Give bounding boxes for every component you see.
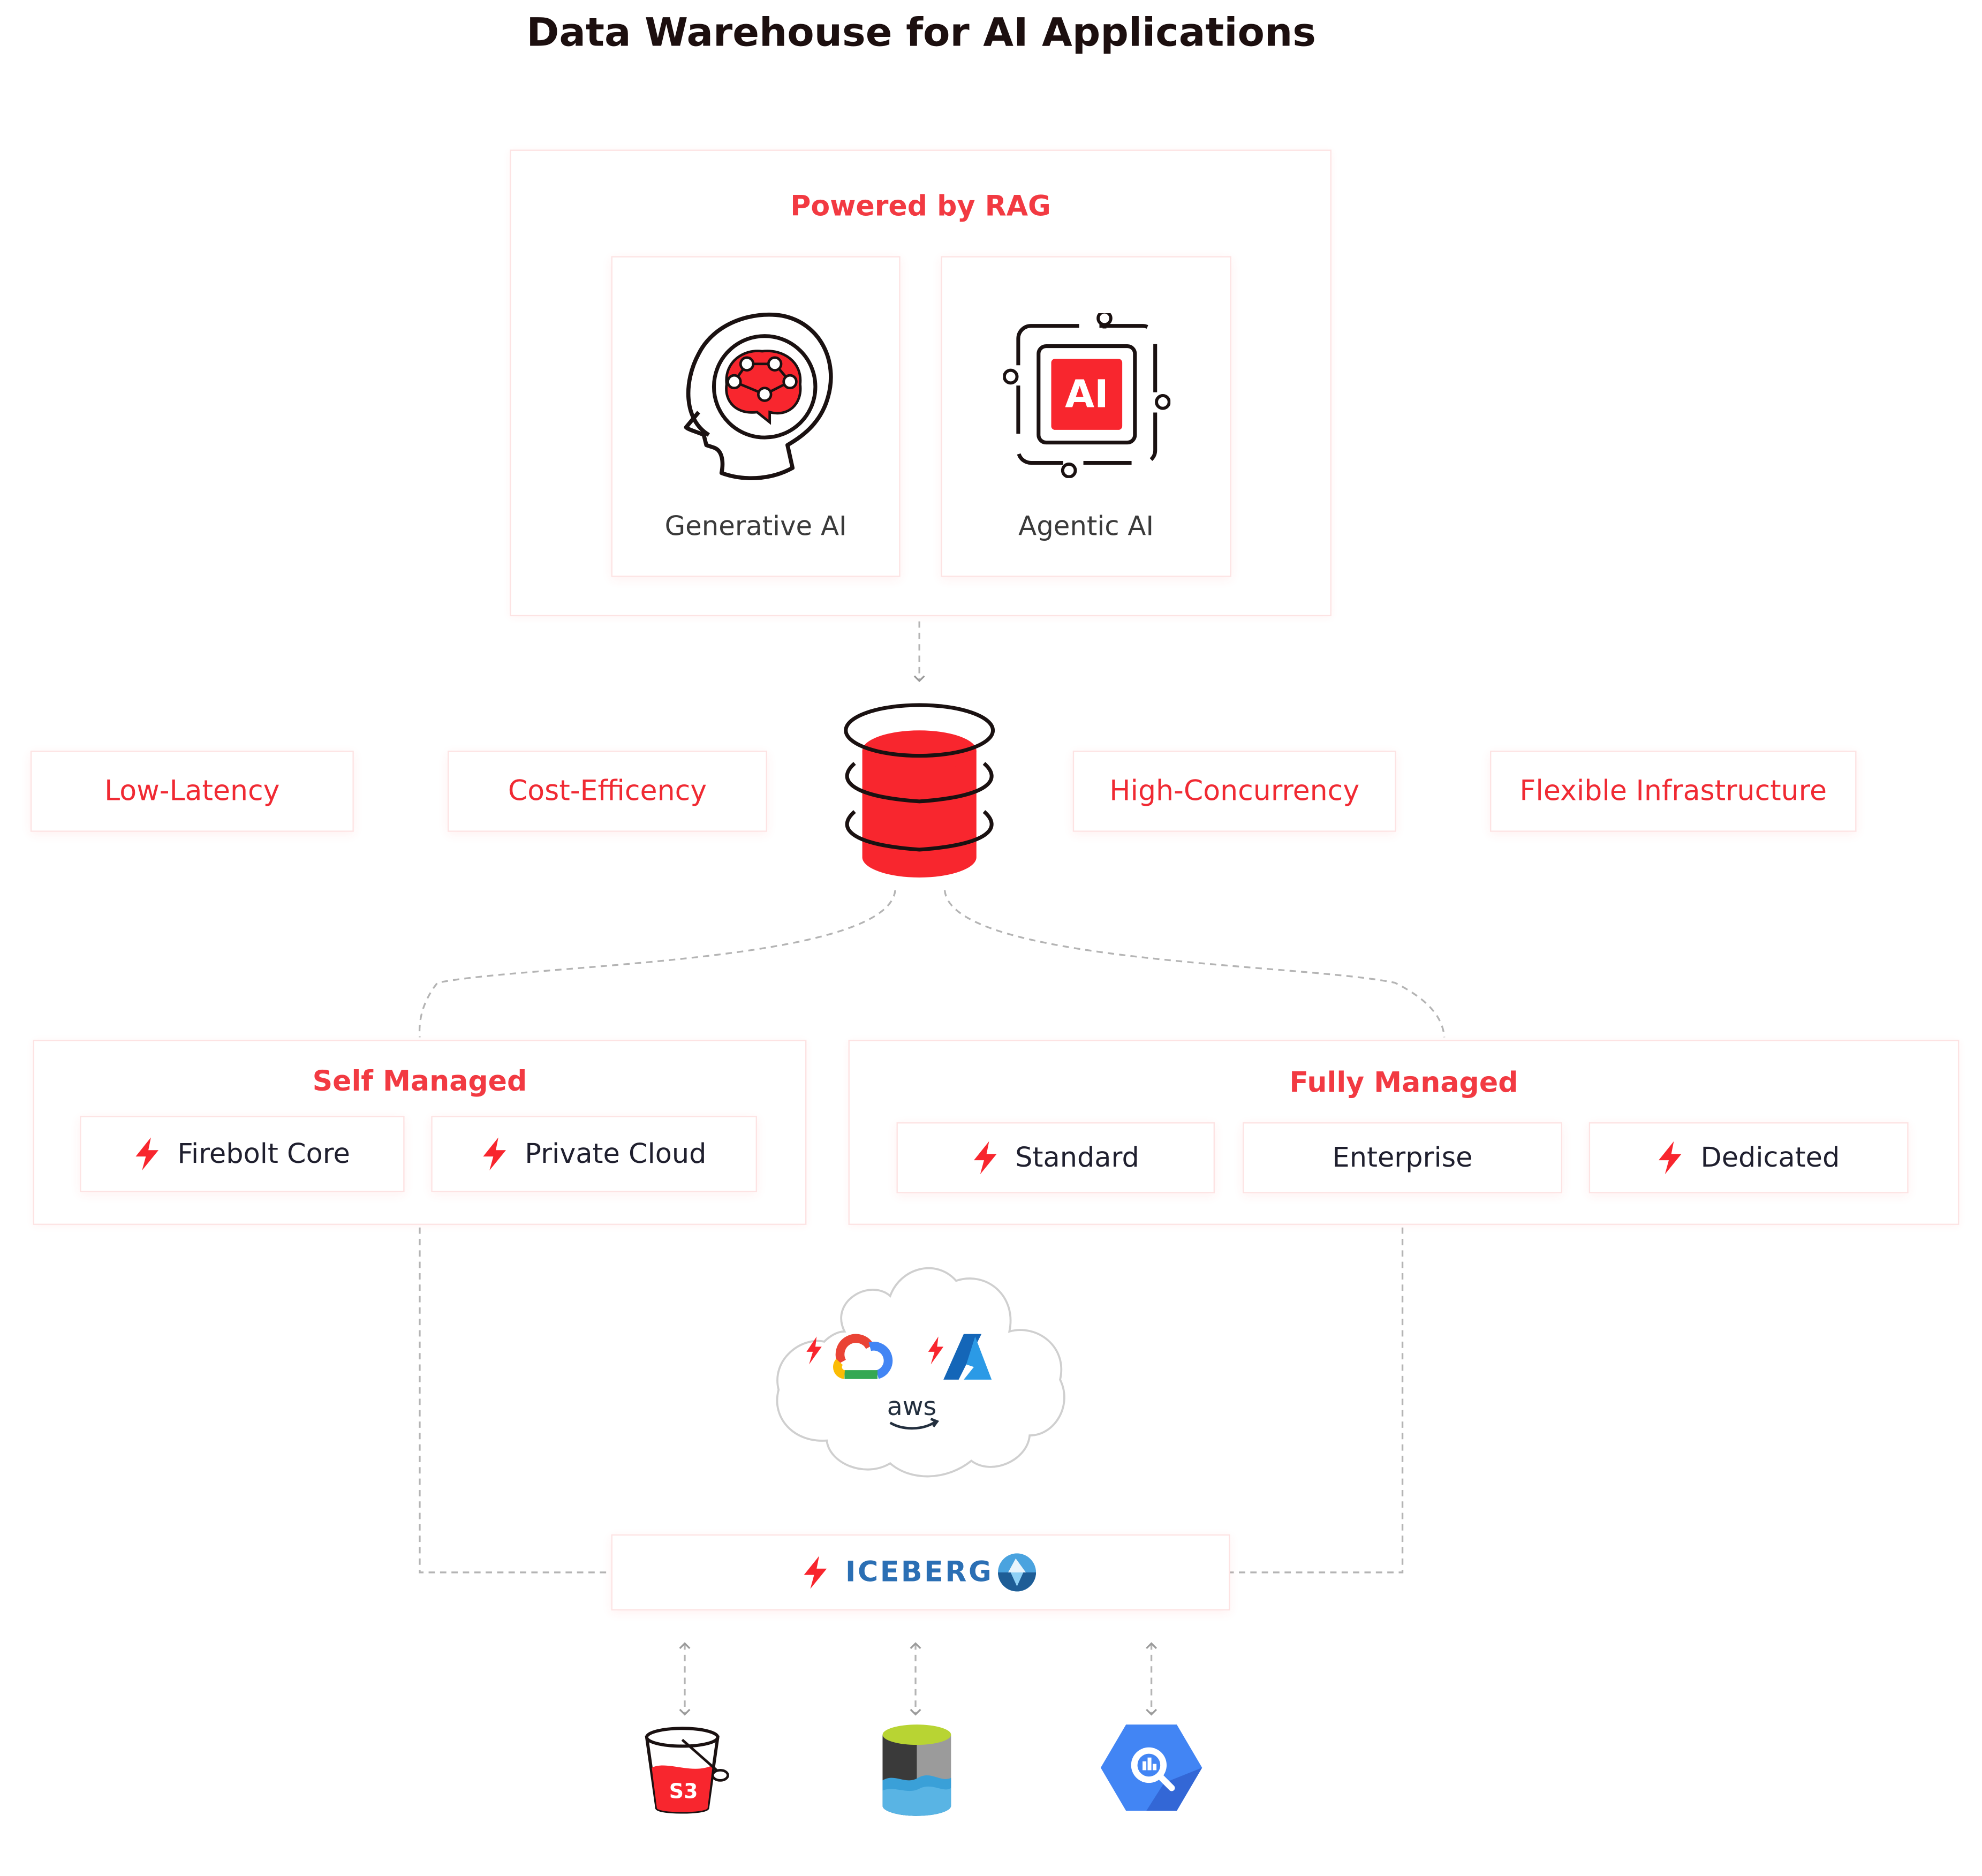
azure-icon [928, 1334, 992, 1380]
brain-head-icon [684, 312, 833, 480]
ai-chip-text: AI [1065, 372, 1108, 416]
database-icon [844, 703, 995, 878]
bigquery-icon [1100, 1724, 1202, 1811]
bolt-icon [135, 1137, 158, 1171]
option-label: Standard [1015, 1141, 1139, 1174]
fully-managed-to-iceberg-line [1230, 1227, 1404, 1574]
bolt-icon [483, 1137, 506, 1171]
db-to-self-managed-line [418, 890, 896, 1038]
option-enterprise[interactable]: Enterprise [1243, 1122, 1562, 1193]
agentic-ai-card: AI Agentic AI [941, 256, 1231, 577]
feature-flexible-infrastructure: Flexible Infrastructure [1489, 751, 1857, 832]
s3-bucket-icon: S3 [645, 1727, 729, 1814]
iceberg-box: ICEBERG [611, 1534, 1230, 1610]
rag-panel: Powered by RAG Generative AI [510, 149, 1332, 617]
feature-cost-efficency: Cost-Efficency [448, 751, 767, 832]
option-dedicated[interactable]: Dedicated [1588, 1122, 1909, 1193]
aws-icon: aws [887, 1392, 940, 1430]
generative-ai-label: Generative AI [664, 511, 847, 542]
option-label: Firebolt Core [177, 1138, 350, 1170]
feature-high-concurrency: High-Concurrency [1072, 751, 1396, 832]
azure-data-lake-icon [882, 1724, 951, 1816]
bolt-icon [1659, 1141, 1682, 1175]
page-title: Data Warehouse for AI Applications [526, 10, 1316, 56]
bolt-icon [928, 1336, 944, 1365]
bolt-icon [973, 1141, 996, 1175]
fully-managed-panel: Fully Managed Standard Enterprise Dedica… [848, 1040, 1960, 1225]
self-managed-panel: Self Managed Firebolt Core Private Cloud [33, 1040, 807, 1225]
option-label: Enterprise [1332, 1141, 1473, 1174]
option-standard[interactable]: Standard [896, 1122, 1215, 1193]
agentic-ai-label: Agentic AI [1018, 511, 1154, 542]
feature-low-latency: Low-Latency [30, 751, 354, 832]
cloud-providers: aws [776, 1267, 1065, 1478]
option-private-cloud[interactable]: Private Cloud [431, 1116, 757, 1192]
self-managed-title: Self Managed [312, 1066, 527, 1099]
google-cloud-icon [806, 1334, 893, 1379]
fully-managed-title: Fully Managed [1289, 1068, 1518, 1100]
db-to-fully-managed-line [943, 890, 1446, 1038]
bolt-icon [806, 1336, 822, 1365]
iceberg-icon [998, 1553, 1037, 1592]
svg-text:S3: S3 [669, 1780, 698, 1803]
option-label: Dedicated [1700, 1141, 1840, 1174]
self-managed-to-iceberg-line [419, 1227, 611, 1574]
option-label: Private Cloud [525, 1138, 707, 1170]
iceberg-label: ICEBERG [845, 1556, 994, 1588]
ai-chip-icon: AI [1003, 313, 1171, 478]
rag-panel-title: Powered by RAG [790, 191, 1051, 223]
generative-ai-card: Generative AI [611, 256, 901, 577]
svg-text:aws: aws [887, 1392, 936, 1421]
option-firebolt-core[interactable]: Firebolt Core [80, 1116, 405, 1192]
bolt-icon [803, 1556, 827, 1589]
